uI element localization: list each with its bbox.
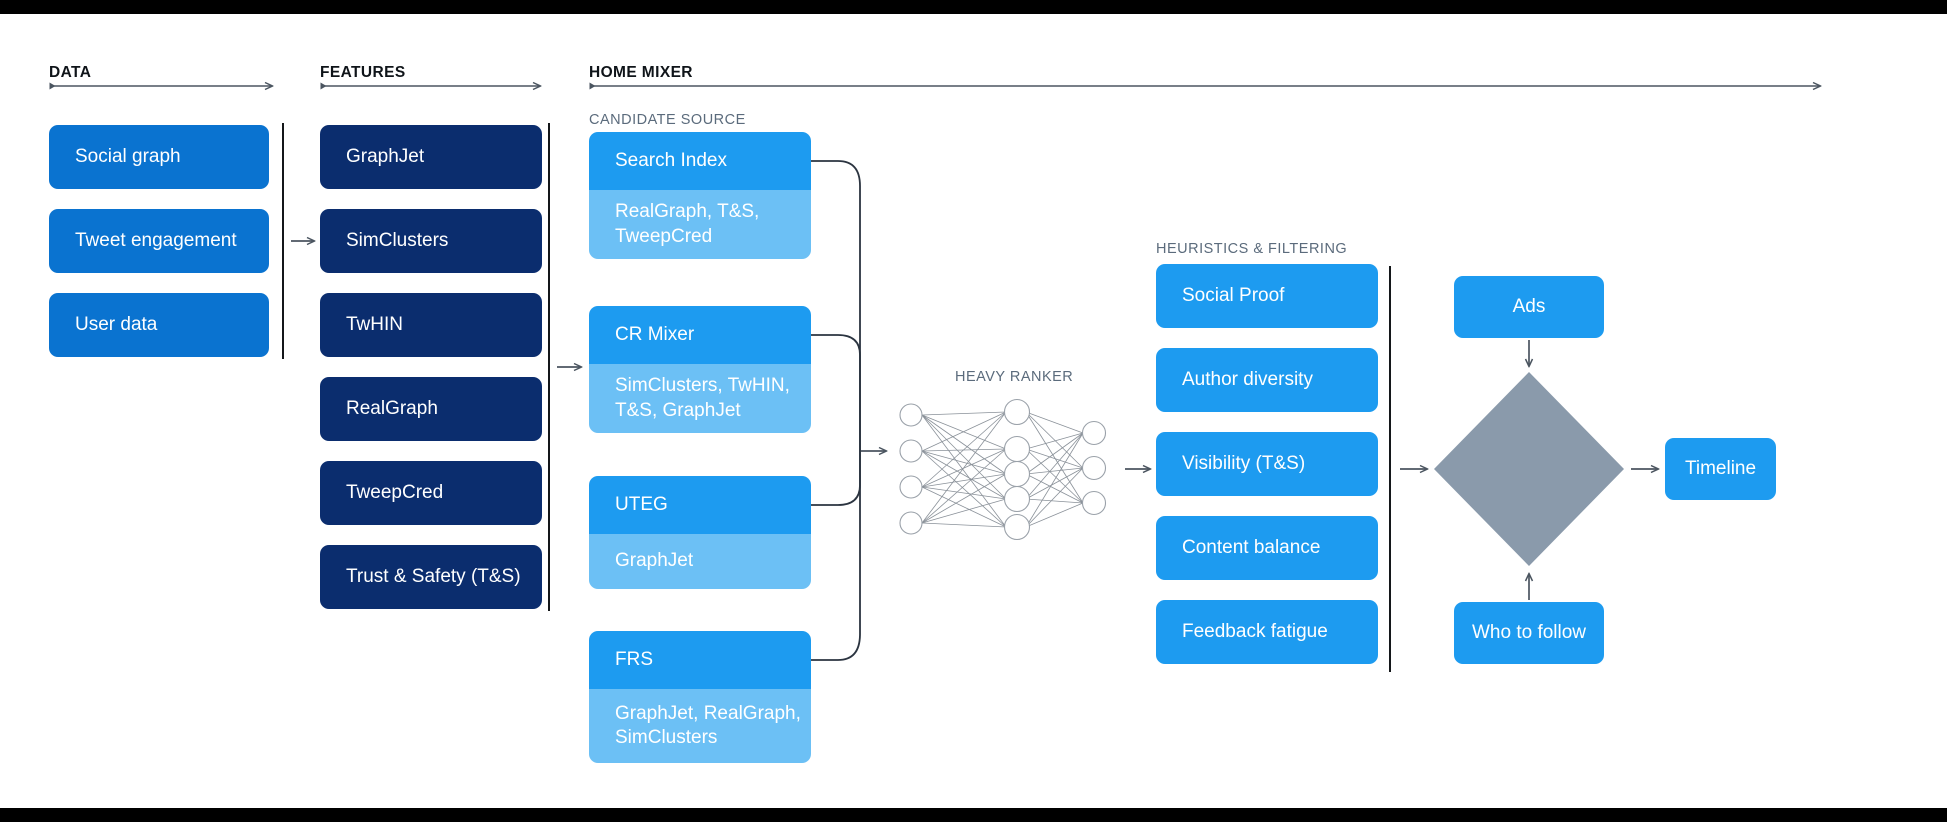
candidate-source-name: UTEG: [589, 476, 811, 534]
data-box-label: Tweet engagement: [75, 230, 237, 252]
candidate-source-features: RealGraph, T&S, TweepCred: [589, 190, 811, 259]
feature-box-twhin[interactable]: TwHIN: [320, 293, 542, 357]
heuristic-box-label: Author diversity: [1182, 369, 1313, 391]
output-box-label: Who to follow: [1471, 622, 1587, 644]
heuristic-box-label: Feedback fatigue: [1182, 621, 1328, 643]
feature-box-label: SimClusters: [346, 230, 449, 252]
phase-label-features: FEATURES: [320, 64, 406, 81]
feature-box-label: GraphJet: [346, 146, 425, 168]
output-box-label: Ads: [1512, 296, 1546, 318]
feature-box-label: TweepCred: [346, 482, 444, 504]
heuristic-box-feedback-fatigue[interactable]: Feedback fatigue: [1156, 600, 1378, 664]
data-box-user-data[interactable]: User data: [49, 293, 269, 357]
heuristic-box-author-diversity[interactable]: Author diversity: [1156, 348, 1378, 412]
phase-label-home-mixer: HOME MIXER: [589, 64, 693, 81]
feature-box-tweepcred[interactable]: TweepCred: [320, 461, 542, 525]
candidate-source-features: SimClusters, TwHIN, T&S, GraphJet: [589, 364, 811, 433]
candidate-source-card-frs[interactable]: FRS GraphJet, RealGraph, SimClusters: [589, 631, 811, 763]
feature-box-realgraph[interactable]: RealGraph: [320, 377, 542, 441]
connector-overlay: [0, 14, 1947, 661]
section-label-heuristics: HEURISTICS & FILTERING: [1156, 241, 1348, 257]
heuristic-box-content-balance[interactable]: Content balance: [1156, 516, 1378, 580]
heuristic-box-label: Social Proof: [1182, 285, 1285, 307]
data-box-label: Social graph: [75, 146, 181, 168]
output-box-who-to-follow[interactable]: Who to follow: [1454, 602, 1604, 664]
feature-box-label: Trust & Safety (T&S): [346, 566, 521, 588]
candidate-source-card-uteg[interactable]: UTEG GraphJet: [589, 476, 811, 589]
heavy-ranker-network: [899, 398, 1107, 541]
data-box-social-graph[interactable]: Social graph: [49, 125, 269, 189]
divider-features-mixer: [548, 123, 550, 611]
feature-box-simclusters[interactable]: SimClusters: [320, 209, 542, 273]
heuristic-box-visibility[interactable]: Visibility (T&S): [1156, 432, 1378, 496]
output-box-label: Timeline: [1684, 458, 1757, 480]
candidate-source-name: FRS: [589, 631, 811, 689]
candidate-source-features: GraphJet, RealGraph, SimClusters: [589, 689, 811, 763]
candidate-source-card-search-index[interactable]: Search Index RealGraph, T&S, TweepCred: [589, 132, 811, 259]
heuristic-box-label: Content balance: [1182, 537, 1321, 559]
candidate-source-card-cr-mixer[interactable]: CR Mixer SimClusters, TwHIN, T&S, GraphJ…: [589, 306, 811, 433]
candidate-source-features: GraphJet: [589, 534, 811, 589]
output-box-ads[interactable]: Ads: [1454, 276, 1604, 338]
candidate-source-name: Search Index: [589, 132, 811, 190]
feature-box-graphjet[interactable]: GraphJet: [320, 125, 542, 189]
candidate-source-bus: [811, 160, 861, 661]
section-label-candidate-source: CANDIDATE SOURCE: [589, 112, 746, 128]
heuristic-box-label: Visibility (T&S): [1182, 453, 1306, 475]
phase-label-data: DATA: [49, 64, 92, 81]
output-box-timeline[interactable]: Timeline: [1665, 438, 1776, 500]
candidate-source-name: CR Mixer: [589, 306, 811, 364]
feature-box-trust-and-safety[interactable]: Trust & Safety (T&S): [320, 545, 542, 609]
feature-box-label: RealGraph: [346, 398, 438, 420]
data-box-label: User data: [75, 314, 158, 336]
divider-data-features: [282, 123, 284, 359]
diagram-stage: DATA FEATURES HOME MIXER CANDIDATE SOURC…: [0, 14, 1947, 808]
feature-box-label: TwHIN: [346, 314, 403, 336]
section-label-heavy-ranker: HEAVY RANKER: [955, 369, 1074, 385]
data-box-tweet-engagement[interactable]: Tweet engagement: [49, 209, 269, 273]
mixing-diamond-label: Mixing: [1501, 458, 1557, 479]
heuristic-box-social-proof[interactable]: Social Proof: [1156, 264, 1378, 328]
divider-heuristics-mixing: [1389, 266, 1391, 672]
